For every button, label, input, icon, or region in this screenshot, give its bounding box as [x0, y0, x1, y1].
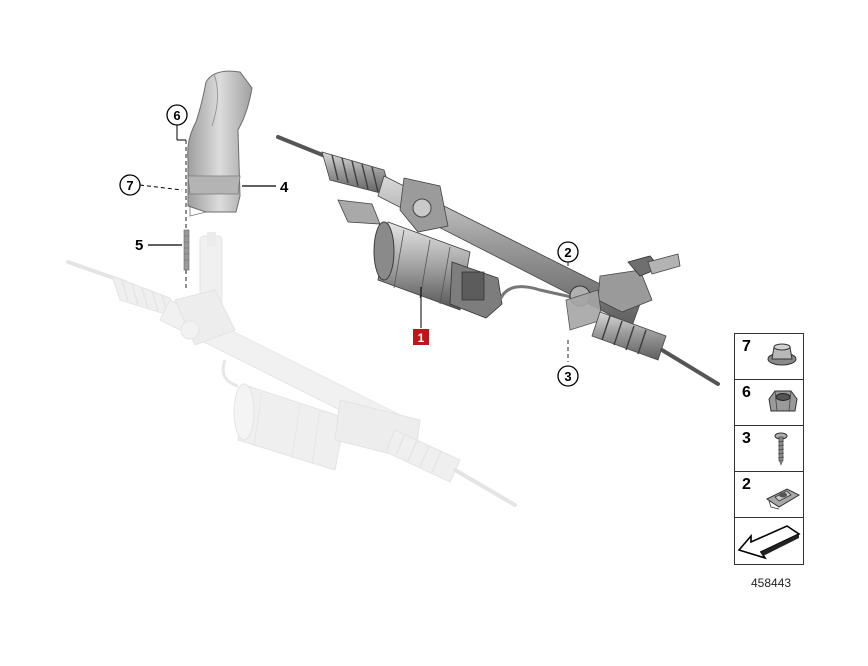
- legend-number: 3: [742, 430, 751, 447]
- assembly-lines: [185, 140, 569, 362]
- legend-number: 6: [742, 384, 751, 401]
- callout-4-label: 4: [280, 179, 289, 196]
- clip-nut-icon: [766, 488, 801, 510]
- legend-item-7[interactable]: 7: [734, 333, 804, 380]
- steering-gear-main: [276, 135, 720, 386]
- callout-7-label: 7: [126, 178, 133, 193]
- legend-number: 2: [742, 476, 751, 493]
- parts-legend: 7 6 3 2: [734, 333, 804, 565]
- callout-5[interactable]: 5: [135, 237, 182, 254]
- callout-6-label: 6: [173, 108, 180, 123]
- callout-3[interactable]: 3: [557, 365, 579, 387]
- legend-arrow-cell[interactable]: [734, 517, 804, 565]
- callout-1[interactable]: 1: [413, 287, 429, 345]
- heat-shield-part: [187, 70, 253, 217]
- callout-2-label: 2: [564, 245, 571, 260]
- callout-1-label: 1: [418, 331, 425, 345]
- callout-7[interactable]: 7: [119, 174, 183, 196]
- hex-nut-icon: [768, 390, 798, 412]
- callout-5-label: 5: [135, 237, 143, 254]
- ghost-steering-rack: [66, 232, 517, 507]
- screw-icon: [774, 432, 788, 466]
- stud-part: [183, 229, 190, 271]
- diagram-number: 458443: [751, 576, 792, 590]
- callout-6[interactable]: 6: [166, 104, 188, 141]
- arrow-icon: [737, 525, 801, 560]
- legend-item-3[interactable]: 3: [734, 425, 804, 472]
- legend-item-2[interactable]: 2: [734, 471, 804, 518]
- legend-number: 7: [742, 338, 751, 355]
- callout-2[interactable]: 2: [557, 241, 579, 263]
- callout-4[interactable]: 4: [242, 179, 289, 196]
- legend-item-6[interactable]: 6: [734, 379, 804, 426]
- callout-3-label: 3: [564, 369, 571, 384]
- flange-bolt-icon: [767, 343, 797, 366]
- callout-1-box: [413, 329, 429, 345]
